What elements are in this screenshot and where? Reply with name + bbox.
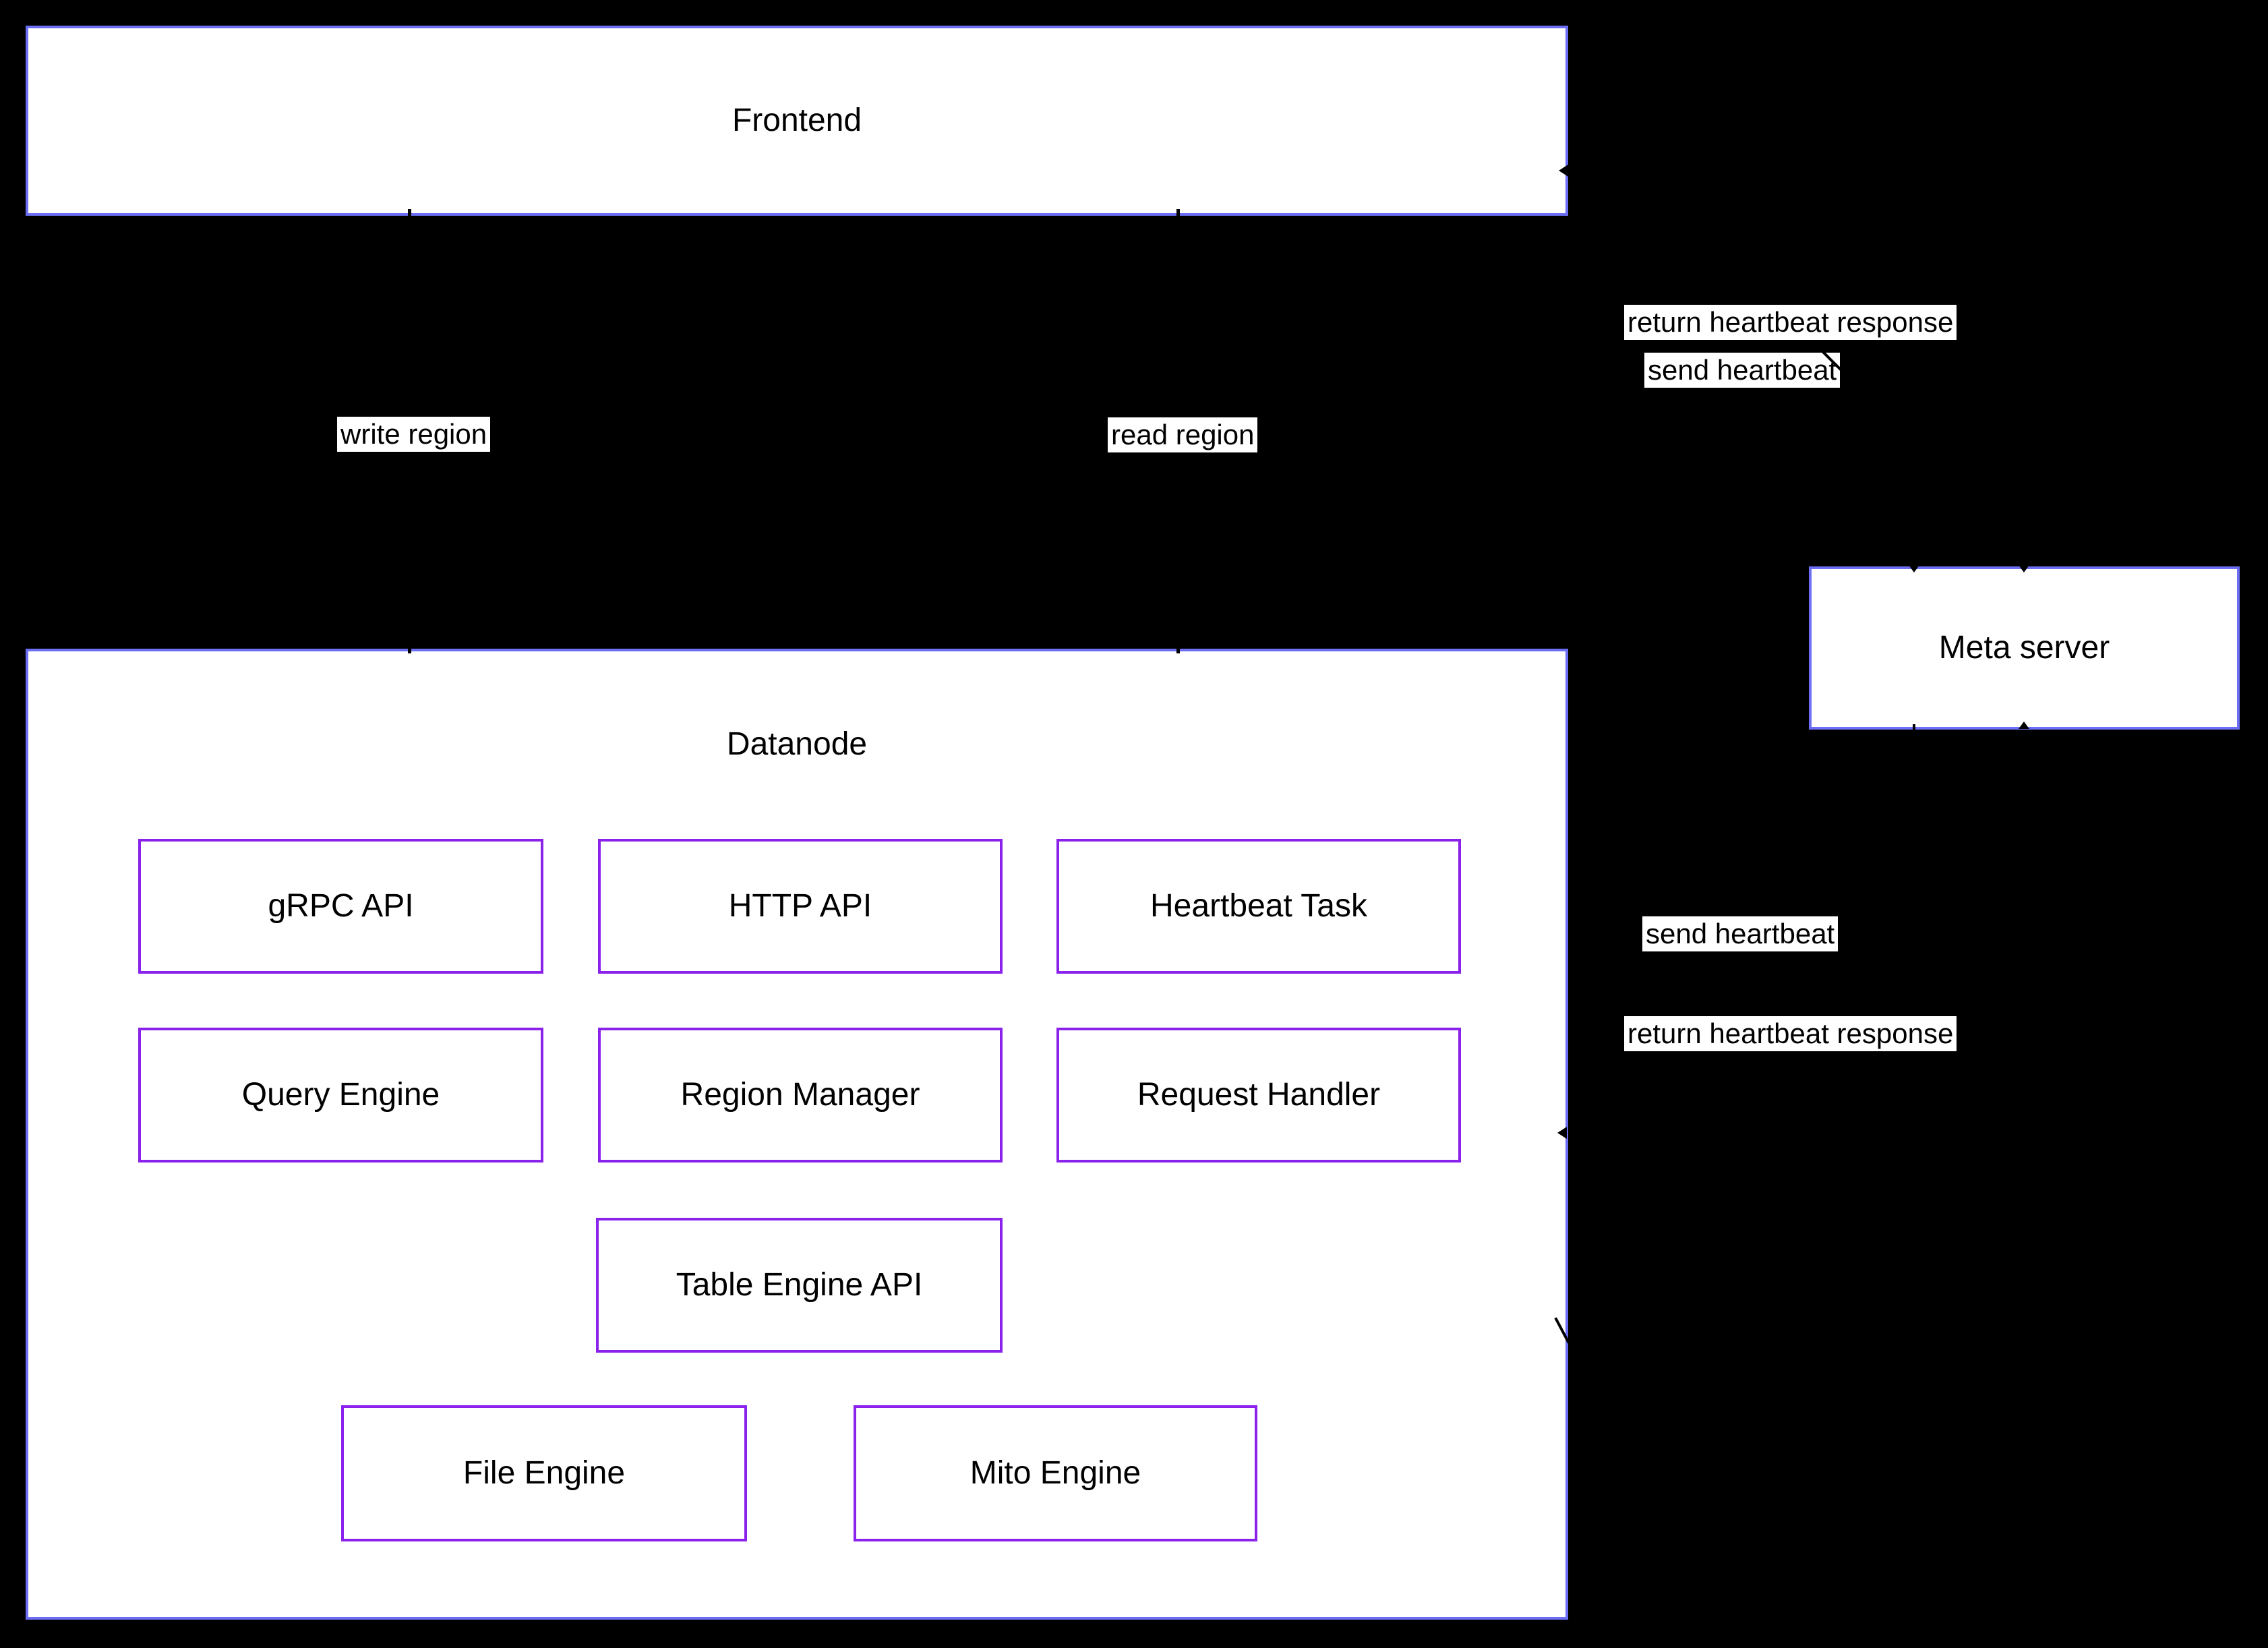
table-engine-api-node: Table Engine API xyxy=(596,1218,1003,1353)
mito-engine-node: Mito Engine xyxy=(854,1405,1257,1541)
heartbeat-task-label: Heartbeat Task xyxy=(1150,888,1367,924)
request-handler-node: Request Handler xyxy=(1056,1028,1461,1163)
datanode-node: Datanode gRPC API HTTP API Heartbeat Tas… xyxy=(26,649,1568,1620)
request-handler-label: Request Handler xyxy=(1137,1077,1381,1113)
mito-engine-label: Mito Engine xyxy=(969,1455,1141,1491)
meta-server-label: Meta server xyxy=(1938,630,2110,666)
edge-label-return-heartbeat-top: return heartbeat response xyxy=(1624,305,1957,340)
edge-label-send-heartbeat-right: send heartbeat xyxy=(1642,916,1839,951)
grpc-api-node: gRPC API xyxy=(138,839,543,974)
region-manager-node: Region Manager xyxy=(598,1028,1003,1163)
edge-label-return-heartbeat-right: return heartbeat response xyxy=(1624,1016,1957,1051)
edge-label-write-region: write region xyxy=(337,417,491,452)
edge-label-send-heartbeat-top: send heartbeat xyxy=(1644,353,1841,388)
arrowhead-into-datanode-right-icon xyxy=(1557,1127,1567,1139)
file-engine-node: File Engine xyxy=(341,1405,747,1541)
table-engine-api-label: Table Engine API xyxy=(676,1267,923,1303)
grpc-api-label: gRPC API xyxy=(268,888,414,924)
http-api-node: HTTP API xyxy=(598,839,1003,974)
edge-label-read-region: read region xyxy=(1108,417,1258,452)
arrowhead-into-meta-top-left-icon xyxy=(1909,565,1919,572)
arrowhead-into-meta-bottom-icon xyxy=(2019,722,2029,729)
query-engine-node: Query Engine xyxy=(138,1028,543,1163)
query-engine-label: Query Engine xyxy=(241,1077,440,1113)
arrowhead-into-meta-top-right-icon xyxy=(2019,565,2029,572)
datanode-label: Datanode xyxy=(726,726,868,762)
arrowhead-into-frontend-icon xyxy=(1559,165,1568,177)
read-region-arrow-tick-top xyxy=(1176,209,1180,218)
region-manager-label: Region Manager xyxy=(680,1077,920,1113)
write-region-arrow-tick-bottom xyxy=(408,645,411,653)
file-engine-label: File Engine xyxy=(462,1455,626,1491)
http-api-label: HTTP API xyxy=(728,888,872,924)
return-heartbeat-arrow-tick-meta-bottom xyxy=(1913,724,1915,734)
frontend-node: Frontend xyxy=(26,26,1568,216)
frontend-label: Frontend xyxy=(732,102,862,138)
write-region-arrow-tick-top xyxy=(408,209,411,218)
meta-server-node: Meta server xyxy=(1809,566,2240,730)
heartbeat-task-node: Heartbeat Task xyxy=(1056,839,1461,974)
read-region-arrow-tick-bottom xyxy=(1176,645,1180,653)
